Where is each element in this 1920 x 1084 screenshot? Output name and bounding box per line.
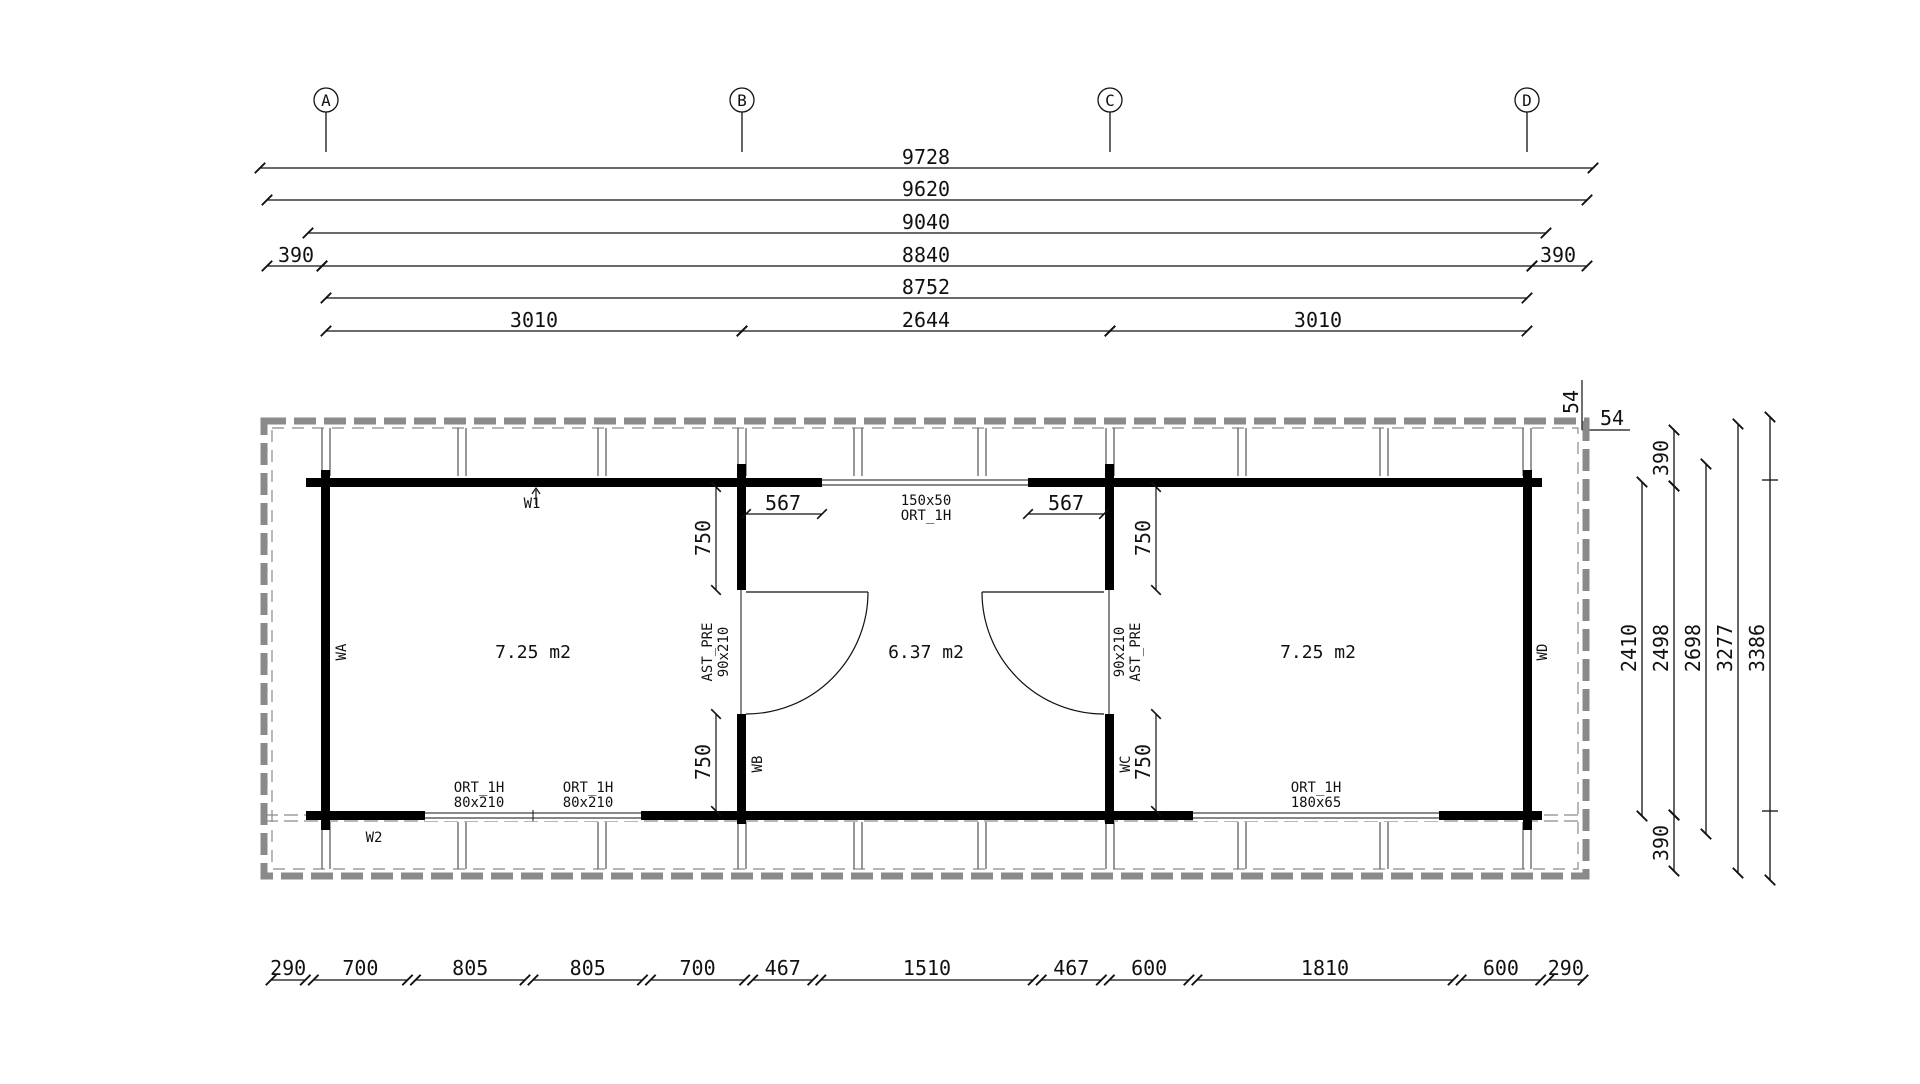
window-br-size: 180x65 xyxy=(1291,795,1342,811)
window-bl1-size: 80x210 xyxy=(454,795,505,811)
dim-label-390-right: 390 xyxy=(1540,243,1576,267)
dim-label-567-right: 567 xyxy=(1048,491,1084,515)
dim-label-750-3: 750 xyxy=(1131,520,1155,556)
top-dimension-labels: 9728 9620 9040 390 8840 390 8752 3010 26… xyxy=(278,145,1576,332)
dim-label-567-left: 567 xyxy=(765,491,801,515)
dim-label-750-2: 750 xyxy=(691,744,715,780)
grid-label-b: B xyxy=(737,91,747,110)
wall-left xyxy=(321,470,330,830)
corner-dimensions xyxy=(1581,380,1630,431)
bottom-dim-label: 1810 xyxy=(1301,956,1349,980)
door-swing-right xyxy=(981,591,1105,715)
dim-label-750-1: 750 xyxy=(691,520,715,556)
door-openings xyxy=(736,590,1115,714)
bottom-dim-label: 805 xyxy=(570,956,606,980)
wall-tags: W1 W2 WA WB WC WD xyxy=(334,486,1551,846)
dim-label-9620: 9620 xyxy=(902,177,950,201)
bottom-dim-label: 805 xyxy=(452,956,488,980)
door-left-type: AST_PRE xyxy=(700,622,716,681)
wall-tag-wa: WA xyxy=(334,643,350,660)
top-dimension-lines xyxy=(254,162,1599,337)
grid-label-c: C xyxy=(1105,91,1115,110)
bottom-dimension-chain: 290 700 805 805 700 467 1510 467 600 1810 600 290 xyxy=(265,956,1589,986)
opening-labels: 150x50 ORT_1H ORT_1H 80x210 ORT_1H 80x21… xyxy=(454,493,1342,811)
door-swing-left xyxy=(745,591,869,715)
bottom-dim-label: 600 xyxy=(1131,956,1167,980)
door-right-size: 90x210 xyxy=(1112,627,1128,678)
dim-label-2498: 2498 xyxy=(1649,624,1673,672)
bottom-dim-label: 467 xyxy=(1053,956,1089,980)
grid-axis-labels: A B C D xyxy=(321,91,1532,110)
wall-tag-w2: W2 xyxy=(366,830,383,846)
window-br-type: ORT_1H xyxy=(1291,780,1342,796)
window-bl2-type: ORT_1H xyxy=(563,780,614,796)
dim-label-390-left: 390 xyxy=(278,243,314,267)
dim-label-9040: 9040 xyxy=(902,210,950,234)
window-top-size: 150x50 xyxy=(901,493,952,509)
dim-label-bay-3: 3010 xyxy=(1294,308,1342,332)
wall-right xyxy=(1523,470,1532,830)
bottom-dim-label: 600 xyxy=(1483,956,1519,980)
window-bl1-type: ORT_1H xyxy=(454,780,505,796)
dim-label-bay-1: 3010 xyxy=(510,308,558,332)
interior-dimension-labels: 567 567 750 750 750 750 xyxy=(691,491,1155,780)
window-top-type: ORT_1H xyxy=(901,508,952,524)
bottom-dim-label: 700 xyxy=(342,956,378,980)
corner-dim-horizontal: 54 xyxy=(1600,406,1624,430)
door-swings xyxy=(745,591,1105,715)
bottom-dim-label: 467 xyxy=(765,956,801,980)
wall-tag-w1-icon xyxy=(531,486,541,505)
dim-label-390-bottom: 390 xyxy=(1649,825,1673,861)
dim-label-3277: 3277 xyxy=(1713,624,1737,672)
dim-label-2410: 2410 xyxy=(1617,624,1641,672)
room-area-right: 7.25 m2 xyxy=(1280,642,1356,663)
wall-tag-wd: WD xyxy=(1535,644,1551,661)
bottom-dim-label: 1510 xyxy=(903,956,951,980)
wall-bottom xyxy=(306,811,1542,820)
dim-label-390-top: 390 xyxy=(1649,440,1673,476)
room-area-middle: 6.37 m2 xyxy=(888,642,964,663)
window-bl2-size: 80x210 xyxy=(563,795,614,811)
window-openings xyxy=(425,477,1439,821)
wall-tag-w1: W1 xyxy=(524,496,541,512)
dim-label-8752: 8752 xyxy=(902,275,950,299)
bottom-dim-label: 290 xyxy=(1548,956,1584,980)
dim-label-bay-2: 2644 xyxy=(902,308,950,332)
wall-tag-wb: WB xyxy=(750,756,766,773)
dim-label-3386: 3386 xyxy=(1745,624,1769,672)
dim-label-750-4: 750 xyxy=(1131,744,1155,780)
right-dimension-labels: 390 2410 2498 2698 3277 3386 390 xyxy=(1617,440,1769,861)
wall-tag-wc: WC xyxy=(1118,756,1134,773)
dim-label-9728: 9728 xyxy=(902,145,950,169)
corner-dim-vertical: 54 xyxy=(1559,390,1583,414)
grid-axes xyxy=(313,87,1540,152)
door-left-size: 90x210 xyxy=(716,627,732,678)
door-right-type: AST_PRE xyxy=(1128,622,1144,681)
room-area-left: 7.25 m2 xyxy=(495,642,571,663)
right-dimension-lines xyxy=(1636,411,1778,886)
grid-label-a: A xyxy=(321,91,331,110)
interior-dimension-lines xyxy=(710,481,1162,817)
dim-label-8840: 8840 xyxy=(902,243,950,267)
bottom-dim-label: 290 xyxy=(270,956,306,980)
dim-label-2698: 2698 xyxy=(1681,624,1705,672)
bottom-dim-label: 700 xyxy=(679,956,715,980)
grid-label-d: D xyxy=(1522,91,1532,110)
